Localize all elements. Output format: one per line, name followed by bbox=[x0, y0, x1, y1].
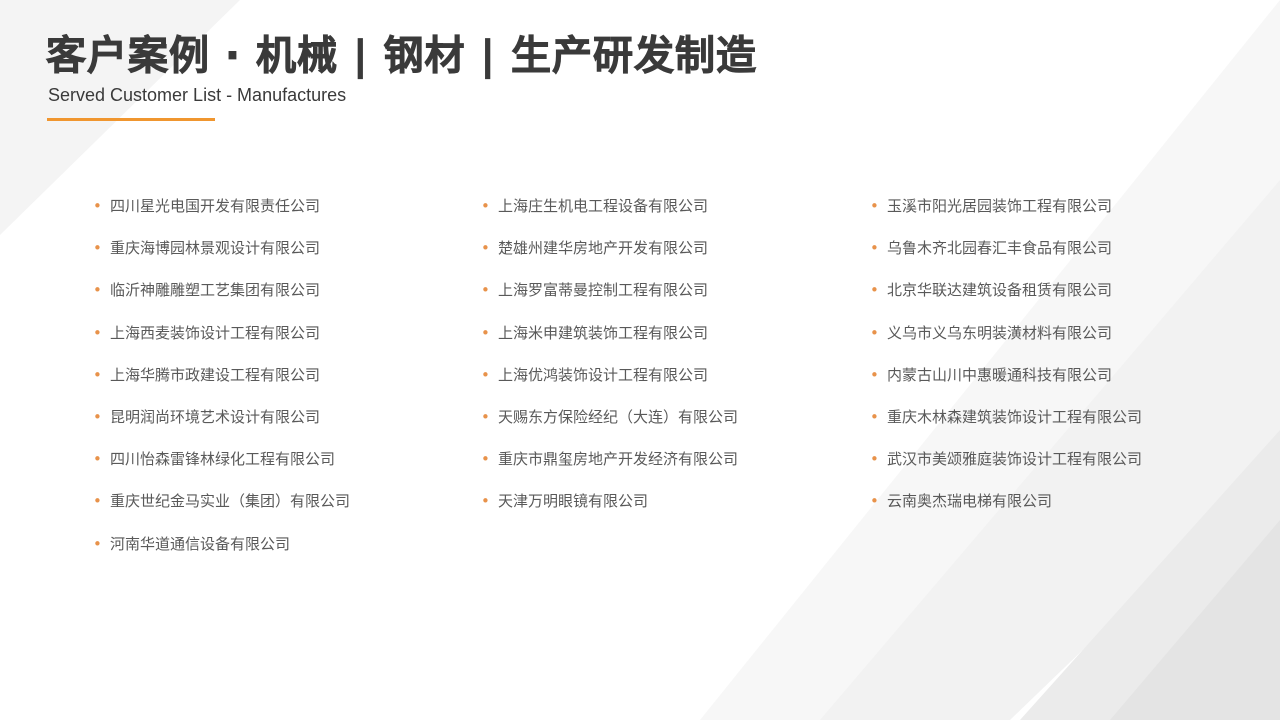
bullet-dot-icon: • bbox=[870, 365, 879, 384]
bullet-dot-icon: • bbox=[93, 450, 102, 469]
client-name: 上海罗富蒂曼控制工程有限公司 bbox=[498, 281, 709, 300]
client-list-item: • 云南奥杰瑞电梯有限公司 bbox=[870, 494, 1142, 536]
bullet-dot-icon: • bbox=[481, 492, 490, 511]
slide-header: 客户案例 · 机械 | 钢材 | 生产研发制造 Served Customer … bbox=[46, 30, 757, 121]
bg-stripe-right-wide bbox=[700, 0, 1280, 720]
client-list-column-1: • 四川星光电国开发有限责任公司 • 重庆海博园林景观设计有限公司 • 临沂神雕雕塑工… bbox=[93, 199, 350, 579]
bullet-dot-icon: • bbox=[870, 281, 879, 300]
client-list-item: • 重庆木林森建筑装饰设计工程有限公司 bbox=[870, 407, 1143, 452]
bullet-dot-icon: • bbox=[481, 365, 490, 384]
client-list-item: • 河南华道通信设备有限公司 bbox=[93, 534, 350, 579]
bullet-dot-icon: • bbox=[870, 450, 879, 469]
page-subtitle: Served Customer List - Manufactures bbox=[48, 85, 347, 105]
client-name: 四川星光电国开发有限责任公司 bbox=[110, 197, 321, 215]
bullet-dot-icon: • bbox=[93, 534, 102, 553]
bullet-dot-icon: • bbox=[93, 407, 102, 426]
client-list-item: • 上海华腾市政建设工程有限公司 bbox=[93, 365, 350, 410]
client-name: 楚雄州建华房地产开发有限公司 bbox=[498, 239, 709, 258]
client-name: 上海庄生机电工程设备有限公司 bbox=[498, 197, 709, 215]
client-list-item: • 上海庄生机电工程设备有限公司 bbox=[481, 199, 738, 241]
client-list-column-2: • 上海庄生机电工程设备有限公司 • 楚雄州建华房地产开发有限公司 • 上海罗富蒂曼控… bbox=[481, 199, 738, 537]
client-list-item: • 上海西麦装饰设计工程有限公司 bbox=[93, 323, 350, 368]
bullet-dot-icon: • bbox=[870, 239, 879, 258]
bg-stripe-bottom-corner bbox=[1110, 520, 1280, 720]
client-name: 重庆市鼎玺房地产开发经济有限公司 bbox=[498, 450, 739, 469]
client-list-item: • 上海罗富蒂曼控制工程有限公司 bbox=[481, 283, 738, 325]
client-list-item: • 内蒙古山川中惠暖通科技有限公司 bbox=[870, 365, 1142, 410]
client-list-item: • 重庆市鼎玺房地产开发经济有限公司 bbox=[481, 452, 738, 494]
client-name: 四川怡森雷锋林绿化工程有限公司 bbox=[110, 450, 336, 469]
bullet-dot-icon: • bbox=[870, 492, 879, 511]
bg-stripe-top-left bbox=[0, 0, 240, 235]
client-name: 上海西麦装饰设计工程有限公司 bbox=[110, 323, 321, 342]
client-name: 河南华道通信设备有限公司 bbox=[110, 534, 291, 553]
client-list-item: • 义乌市义乌东明装潢材料有限公司 bbox=[870, 323, 1142, 368]
client-name: 上海米申建筑装饰工程有限公司 bbox=[498, 323, 709, 342]
client-list-item: • 乌鲁木齐北园春汇丰食品有限公司 bbox=[870, 241, 1142, 283]
client-name: 临沂神雕雕塑工艺集团有限公司 bbox=[110, 281, 321, 300]
client-name: 内蒙古山川中惠暖通科技有限公司 bbox=[887, 365, 1113, 384]
client-name: 上海华腾市政建设工程有限公司 bbox=[110, 365, 321, 384]
client-list-item: • 昆明润尚环境艺术设计有限公司 bbox=[93, 407, 350, 452]
client-name: 北京华联达建筑设备租赁有限公司 bbox=[887, 281, 1113, 300]
client-name: 乌鲁木齐北园春汇丰食品有限公司 bbox=[887, 239, 1113, 258]
bullet-dot-icon: • bbox=[93, 492, 102, 511]
client-name: 上海优鸿装饰设计工程有限公司 bbox=[498, 365, 709, 384]
bullet-dot-icon: • bbox=[93, 239, 102, 258]
client-name: 天津万明眼镜有限公司 bbox=[498, 492, 649, 511]
client-list-item: • 北京华联达建筑设备租赁有限公司 bbox=[870, 283, 1142, 325]
client-list-item: • 临沂神雕雕塑工艺集团有限公司 bbox=[93, 283, 350, 325]
client-name: 天赐东方保险经纪（大连）有限公司 bbox=[498, 407, 739, 426]
client-list-item: • 上海米申建筑装饰工程有限公司 bbox=[481, 323, 738, 368]
client-list-item: • 四川怡森雷锋林绿化工程有限公司 bbox=[93, 452, 350, 494]
bullet-dot-icon: • bbox=[870, 407, 879, 426]
client-list-item: • 四川星光电国开发有限责任公司 bbox=[93, 199, 350, 241]
client-name: 武汉市美颂雅庭装饰设计工程有限公司 bbox=[887, 450, 1143, 469]
bullet-dot-icon: • bbox=[870, 323, 879, 342]
client-list-column-3: • 玉溪市阳光居园装饰工程有限公司 • 乌鲁木齐北园春汇丰食品有限公司 • 北京华联达… bbox=[870, 199, 1142, 537]
bullet-dot-icon: • bbox=[93, 365, 102, 384]
bullet-dot-icon: • bbox=[481, 239, 490, 258]
client-list-item: • 楚雄州建华房地产开发有限公司 bbox=[481, 241, 738, 283]
client-list-item: • 天津万明眼镜有限公司 bbox=[481, 494, 738, 536]
bullet-dot-icon: • bbox=[93, 323, 102, 342]
bullet-dot-icon: • bbox=[93, 281, 102, 300]
client-name: 义乌市义乌东明装潢材料有限公司 bbox=[887, 323, 1113, 342]
client-list-item: • 上海优鸿装饰设计工程有限公司 bbox=[481, 365, 738, 410]
bullet-dot-icon: • bbox=[481, 407, 490, 426]
client-name: 重庆世纪金马实业（集团）有限公司 bbox=[110, 492, 351, 511]
client-name: 重庆海博园林景观设计有限公司 bbox=[110, 239, 321, 258]
bg-stripe-right-mid bbox=[820, 180, 1280, 720]
page-title: 客户案例 · 机械 | 钢材 | 生产研发制造 bbox=[46, 33, 757, 80]
bullet-dot-icon: • bbox=[93, 197, 102, 215]
bullet-dot-icon: • bbox=[481, 197, 490, 215]
client-list-item: • 武汉市美颂雅庭装饰设计工程有限公司 bbox=[870, 452, 1142, 494]
client-list-item: • 天赐东方保险经纪（大连）有限公司 bbox=[481, 407, 739, 452]
title-underline bbox=[47, 118, 215, 121]
client-name: 重庆木林森建筑装饰设计工程有限公司 bbox=[887, 407, 1143, 426]
bullet-dot-icon: • bbox=[481, 323, 490, 342]
bullet-dot-icon: • bbox=[481, 281, 490, 300]
client-list-item: • 重庆海博园林景观设计有限公司 bbox=[93, 241, 350, 283]
bullet-dot-icon: • bbox=[481, 450, 490, 469]
client-name: 昆明润尚环境艺术设计有限公司 bbox=[110, 407, 321, 426]
client-name: 云南奥杰瑞电梯有限公司 bbox=[887, 492, 1053, 511]
client-list-item: • 重庆世纪金马实业（集团）有限公司 bbox=[93, 494, 350, 536]
bullet-dot-icon: • bbox=[870, 197, 879, 215]
client-list-item: • 玉溪市阳光居园装饰工程有限公司 bbox=[870, 199, 1142, 241]
client-name: 玉溪市阳光居园装饰工程有限公司 bbox=[887, 197, 1113, 215]
